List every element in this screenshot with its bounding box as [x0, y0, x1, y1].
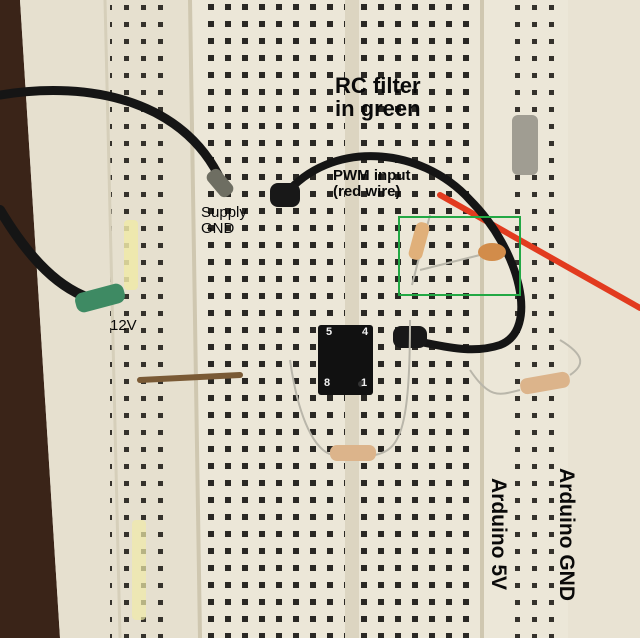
resistor-rc: [408, 214, 431, 286]
chip-pin-5: 5: [326, 326, 333, 338]
chip-pin-1: 1: [361, 377, 368, 389]
black-wire-plug: [270, 183, 300, 207]
pwm-input-label: PWM input (red wire): [333, 168, 410, 200]
rc-filter-label: RC filter in green: [335, 74, 421, 120]
pwm-line2: (red wire): [333, 182, 401, 200]
arduino-gnd-label: Arduino GND: [555, 468, 578, 601]
yellow-jumper-lower: [132, 520, 146, 620]
supply-gnd-plug: [206, 168, 234, 198]
twelve-v-label: 12V: [110, 317, 137, 334]
green-wire-12v: [75, 283, 125, 313]
rc-filter-line1: RC filter: [335, 73, 421, 98]
terminal-holes-right: [359, 0, 479, 638]
grey-component: [512, 115, 538, 175]
rc-filter-line2: in green: [335, 96, 421, 122]
capacitor-rc: [419, 243, 506, 271]
black-wire-loop: [281, 152, 526, 354]
arduino-5v-label: Arduino 5V: [487, 478, 510, 591]
chip-pin-8: 8: [324, 377, 331, 389]
resistor-bottom: [289, 319, 411, 461]
left-rail-edge: [188, 0, 202, 638]
supply-line2: GND: [201, 219, 235, 237]
red-pwm-wire: [437, 192, 640, 311]
supply-line1: Supply: [201, 204, 247, 221]
ic-chip: [318, 325, 373, 395]
chip-pin1-marker: [358, 381, 364, 387]
chip-pin-4: 4: [362, 326, 369, 338]
brown-jumper-wire: [137, 372, 243, 383]
terminal-holes-left: [200, 0, 345, 638]
rc-filter-box: [398, 216, 521, 296]
left-rail-groove: [103, 0, 122, 638]
right-rail-margin: [568, 0, 640, 638]
black-cable-supply: [0, 86, 230, 195]
pwm-line1: PWM input: [333, 167, 411, 184]
supply-gnd-label: Supply GND: [201, 205, 247, 237]
yellow-jumper: [124, 220, 138, 290]
resistor-right: [469, 339, 582, 395]
